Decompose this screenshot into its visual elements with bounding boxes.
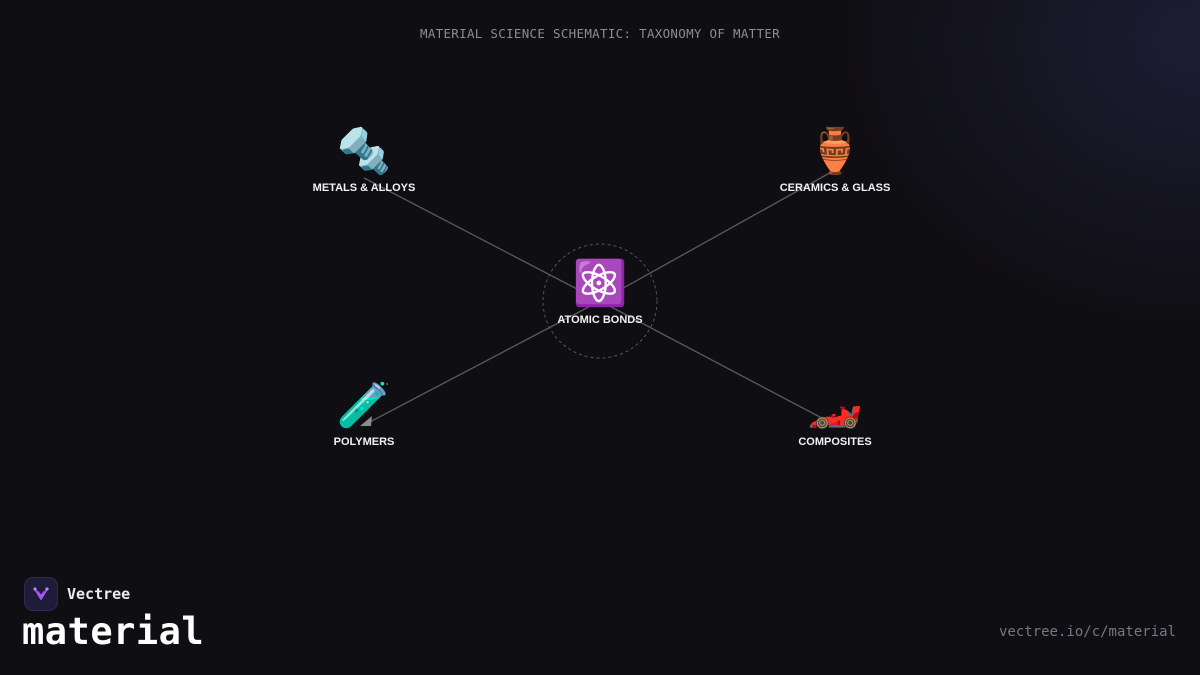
connector-ceramics <box>599 169 836 302</box>
node-atomic-bonds[interactable]: ⚛️ ATOMIC BONDS <box>557 258 642 326</box>
diagram-title: MATERIAL SCIENCE SCHEMATIC: TAXONOMY OF … <box>420 26 780 41</box>
node-metals-alloys[interactable]: 🔩 METALS & ALLOYS <box>313 126 416 194</box>
arrowhead-polymers <box>360 416 372 426</box>
node-label-atomic-bonds: ATOMIC BONDS <box>557 314 643 326</box>
node-polymers[interactable]: 🧪 POLYMERS <box>334 380 395 448</box>
bolt-nut-icon: 🔩 <box>336 126 392 177</box>
atom-icon: ⚛️ <box>572 258 628 309</box>
node-composites[interactable]: 🏎️ COMPOSITES <box>798 380 871 448</box>
connector-metals <box>363 177 601 302</box>
node-label-polymers: POLYMERS <box>333 436 395 448</box>
brand-name: Vectree <box>67 585 131 603</box>
racing-car-icon: 🏎️ <box>807 380 863 431</box>
page-title: material <box>22 610 205 653</box>
node-label-ceramics-glass: CERAMICS & GLASS <box>779 182 891 194</box>
node-label-composites: COMPOSITES <box>798 436 872 448</box>
connector-polymers <box>367 300 601 424</box>
center-ring <box>542 243 658 359</box>
node-label-metals-alloys: METALS & ALLOYS <box>312 182 416 194</box>
node-ceramics-glass[interactable]: 🏺 CERAMICS & GLASS <box>780 126 891 194</box>
amphora-icon: 🏺 <box>807 126 863 177</box>
connector-composites <box>599 300 836 426</box>
source-url[interactable]: vectree.io/c/material <box>998 624 1176 640</box>
vectree-logo-icon[interactable] <box>24 577 58 611</box>
brand-block: Vectree <box>24 577 130 611</box>
test-tube-icon: 🧪 <box>336 380 392 431</box>
